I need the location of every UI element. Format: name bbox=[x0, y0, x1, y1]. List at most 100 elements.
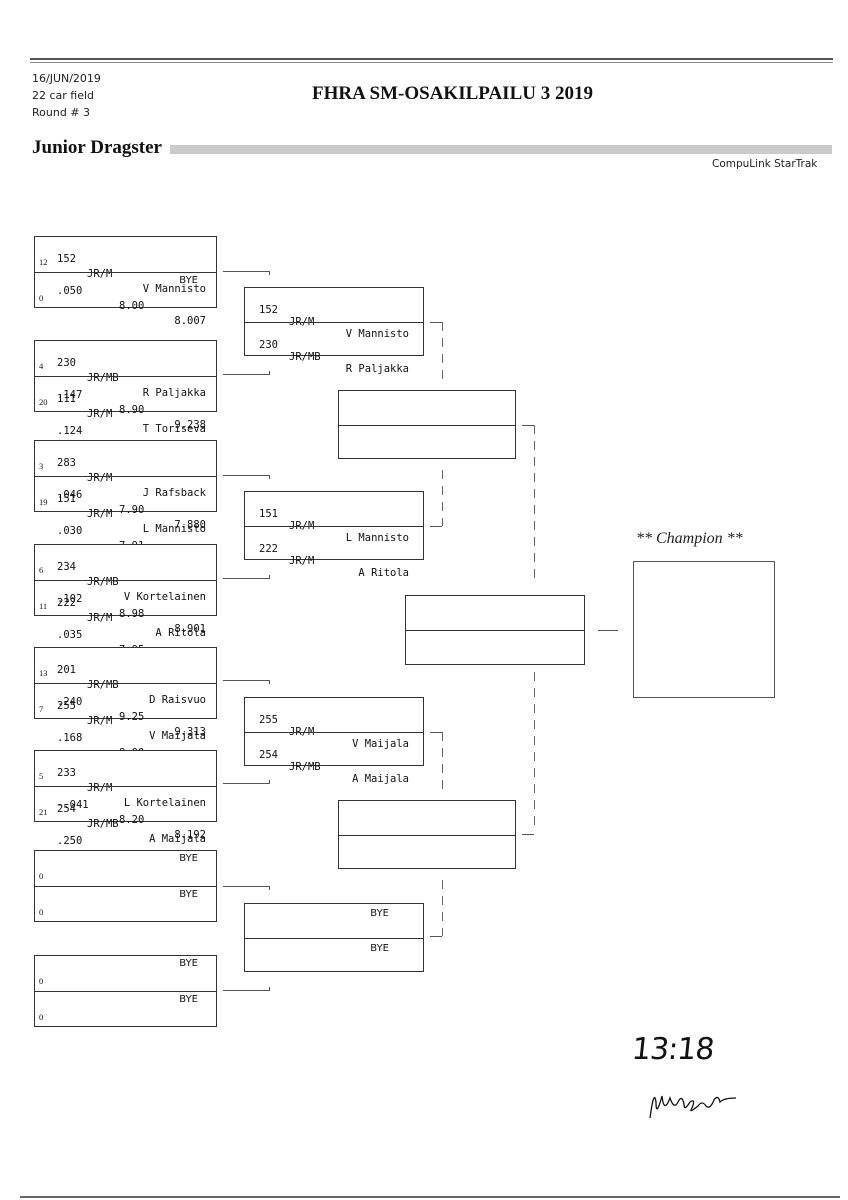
lane-top: 152 JR/M V Mannisto 12 .050 8.00 8.007 bbox=[35, 237, 216, 327]
bracket-connector bbox=[430, 322, 442, 323]
lane-bottom: 230 JR/MB R Paljakka bbox=[245, 321, 423, 375]
driver-name: A Maijala bbox=[149, 833, 206, 845]
driver-name: L Mannisto bbox=[345, 532, 409, 544]
driver-name: J Rafsback bbox=[142, 487, 206, 499]
qualifying-position: 0 bbox=[39, 293, 44, 303]
driver-name: A Ritola bbox=[358, 566, 409, 579]
elapsed-time: 7.880 bbox=[174, 519, 206, 531]
bracket-connector bbox=[522, 834, 534, 835]
car-class: JR/MB bbox=[87, 576, 119, 588]
car-field: 22 car field bbox=[32, 89, 95, 102]
car-number: 255 bbox=[57, 700, 76, 712]
car-class: JR/M bbox=[87, 612, 113, 624]
qualifying-position: 0 bbox=[39, 871, 44, 881]
lane-bottom: 254 JR/MB A Maijala bbox=[245, 731, 423, 785]
lane-bottom: 111 JR/M T Toriseva 20 .124 9.34 9.294 bbox=[35, 376, 216, 467]
result-row: 7 .168 8.00 8.067 bbox=[35, 701, 216, 774]
bye-row: BYE bbox=[35, 992, 216, 1007]
dial-in: 8.20 bbox=[119, 814, 145, 826]
dotted-leader bbox=[170, 145, 832, 154]
car-class: JR/MB bbox=[289, 350, 321, 363]
lane-bottom: 222 JR/M A Ritola 11 .035 7.95 8.104 bbox=[35, 580, 216, 671]
bye-row: BYE bbox=[35, 851, 216, 866]
software-name: CompuLink StarTrak bbox=[712, 158, 818, 170]
driver-name: T Toriseva bbox=[142, 423, 206, 435]
entry-row: 222 JR/M A Ritola bbox=[245, 531, 423, 579]
entry-row: 151 JR/M L Mannisto bbox=[245, 496, 423, 544]
handwritten-signature bbox=[640, 1074, 780, 1128]
car-class: JR/M bbox=[87, 715, 113, 727]
bracket-connector bbox=[430, 732, 442, 733]
car-number: 230 bbox=[57, 357, 76, 369]
car-class: JR/MB bbox=[87, 372, 119, 384]
car-class: JR/M bbox=[87, 782, 113, 794]
result-row: 19 .030 7.91 7.941 bbox=[35, 494, 216, 567]
bracket-connector bbox=[223, 680, 269, 681]
driver-name: R Paljakka bbox=[142, 387, 206, 399]
driver-name: L Mannisto bbox=[142, 523, 206, 535]
round1-match: 234 JR/MB V Kortelainen 6 .102 8.98 8.90… bbox=[34, 544, 217, 671]
round1-match: 283 JR/M J Rafsback 3 .046 7.90 7.880 15… bbox=[34, 440, 217, 567]
qualifying-position: 21 bbox=[39, 807, 48, 817]
elapsed-time: 8.901 bbox=[174, 623, 206, 635]
driver-name: A Maijala bbox=[352, 772, 409, 785]
lane-top: 255 JR/M V Maijala bbox=[245, 698, 423, 750]
car-class: JR/M bbox=[87, 408, 113, 420]
car-class: JR/MB bbox=[289, 760, 321, 773]
driver-name: V Mannisto bbox=[345, 328, 409, 340]
bracket-connector bbox=[269, 371, 270, 375]
car-number: 222 bbox=[259, 542, 278, 555]
round1-match: 233 JR/M L Kortelainen 5 -.041 8.20 8.19… bbox=[34, 750, 217, 877]
round-number: Round # 3 bbox=[32, 106, 91, 119]
dial-in: 7.90 bbox=[119, 504, 145, 516]
lane-bottom: BYE bbox=[245, 937, 423, 972]
reaction-time: .050 bbox=[57, 285, 83, 297]
driver-name: V Maijala bbox=[149, 730, 206, 742]
round2-match: 152 JR/M V Mannisto 230 JR/MB R Paljakka bbox=[244, 287, 424, 375]
bye-label: BYE bbox=[179, 275, 198, 286]
bracket-connector bbox=[430, 936, 442, 937]
bracket-connector-dashed bbox=[442, 322, 443, 380]
car-number: 233 bbox=[57, 767, 76, 779]
lane-top: BYE bbox=[245, 904, 423, 938]
qualifying-position: 19 bbox=[39, 497, 48, 507]
lane-top: BYE 0 bbox=[35, 851, 216, 886]
event-date: 16/JUN/2019 bbox=[32, 72, 101, 85]
footer-rule bbox=[20, 1196, 840, 1198]
qualifying-position: 5 bbox=[39, 771, 44, 781]
reaction-time: .168 bbox=[57, 732, 83, 744]
qualifying-position: 3 bbox=[39, 461, 44, 471]
reaction-time: -.041 bbox=[57, 799, 89, 811]
bracket-connector bbox=[223, 271, 269, 272]
entry-row: 233 JR/M L Kortelainen bbox=[35, 751, 216, 809]
bracket-connector bbox=[223, 886, 269, 887]
result-row: 21 .250 11.70 11.825 bbox=[35, 804, 216, 877]
bracket-connector bbox=[269, 780, 270, 784]
qualifying-position: 7 bbox=[39, 704, 44, 714]
result-row: 4 .147 8.90 9.238 bbox=[35, 358, 216, 431]
bye-row: BYE bbox=[35, 887, 216, 902]
result-row: 13 .240 9.25 9.313 bbox=[35, 665, 216, 738]
bracket-connector bbox=[269, 475, 270, 479]
car-class: JR/M bbox=[289, 554, 315, 567]
elapsed-time: 9.313 bbox=[174, 726, 206, 738]
entry-row: 230 JR/MB R Paljakka bbox=[245, 327, 423, 375]
qualifying-position: 0 bbox=[39, 976, 44, 986]
bye-label: BYE bbox=[370, 908, 389, 919]
entry-row: 152 JR/M V Mannisto bbox=[35, 237, 216, 295]
reaction-time: .147 bbox=[57, 389, 83, 401]
result-row: 20 .124 9.34 9.294 bbox=[35, 394, 216, 467]
qualifying-position: 0 bbox=[39, 907, 44, 917]
dial-in: 8.98 bbox=[119, 608, 145, 620]
reaction-time: .046 bbox=[57, 489, 83, 501]
car-number: 222 bbox=[57, 597, 76, 609]
bracket-connector-dashed bbox=[442, 470, 443, 526]
bye-label: BYE bbox=[179, 853, 198, 864]
driver-name: R Paljakka bbox=[345, 362, 409, 375]
car-class: JR/MB bbox=[87, 679, 119, 691]
bracket-connector bbox=[269, 987, 270, 991]
car-number: 201 bbox=[57, 664, 76, 676]
bye-label: BYE bbox=[179, 994, 198, 1005]
